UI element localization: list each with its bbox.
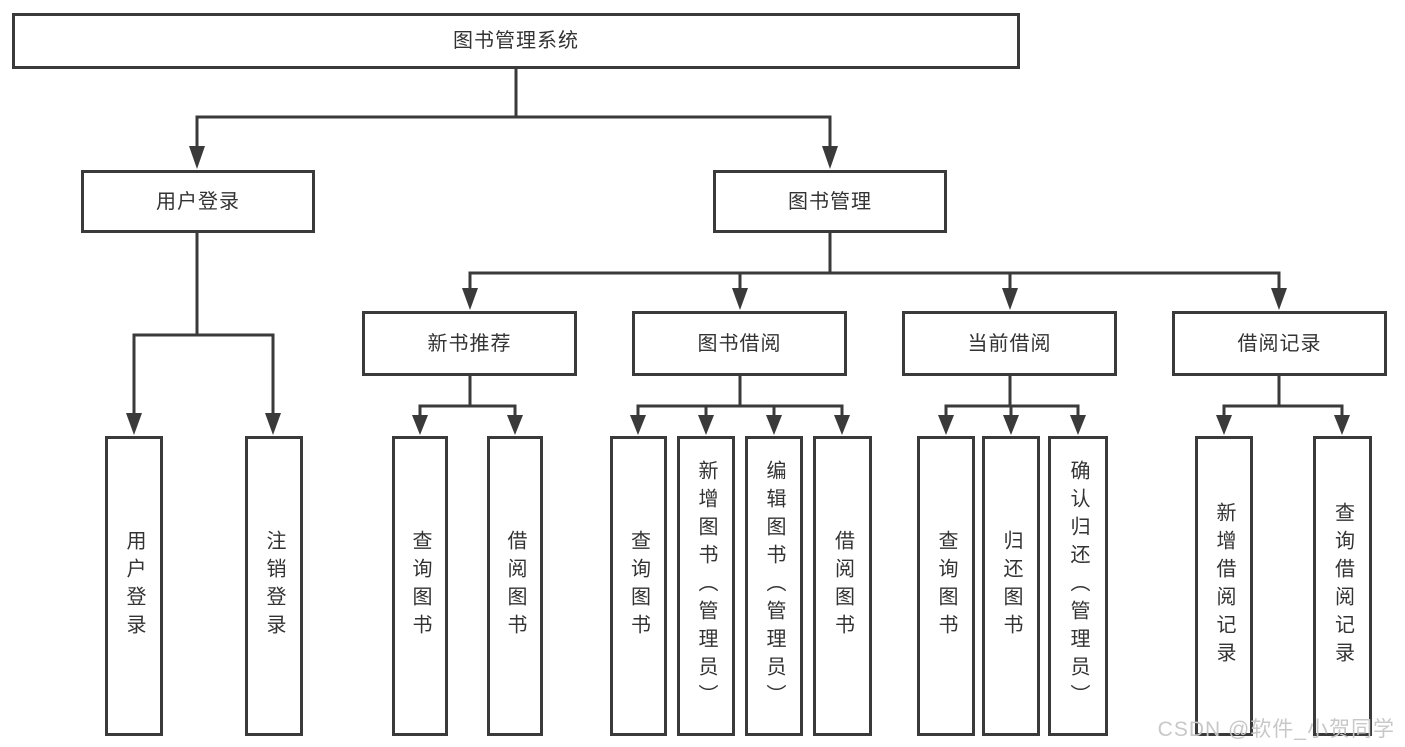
leaf-current-return-books-label: 归还图书: [1000, 530, 1022, 642]
leaf-records-query-record: 查询借阅记录: [1313, 436, 1372, 736]
node-borrow-records-label: 借阅记录: [1237, 332, 1322, 355]
leaf-borrow-edit-books-admin: 编辑图书（管理员）: [745, 436, 803, 736]
node-root: 图书管理系统: [12, 13, 1020, 69]
leaf-newbook-borrow-books: 借阅图书: [487, 436, 543, 736]
leaf-logout-label: 注销登录: [263, 530, 285, 642]
leaf-borrow-add-books-admin: 新增图书（管理员）: [677, 436, 735, 736]
arrowhead-icons: [126, 146, 1350, 435]
leaf-borrow-query-books: 查询图书: [610, 436, 667, 736]
watermark: CSDN @软件_小贺同学: [1157, 718, 1395, 741]
leaf-current-confirm-return-admin-label: 确认归还（管理员）: [1067, 460, 1089, 712]
node-user-login: 用户登录: [81, 170, 315, 233]
node-new-book-recommend: 新书推荐: [362, 311, 577, 376]
leaf-newbook-query-books-label: 查询图书: [409, 530, 431, 642]
node-book-management: 图书管理: [713, 170, 947, 233]
node-root-label: 图书管理系统: [453, 30, 579, 52]
node-new-book-recommend-label: 新书推荐: [427, 332, 512, 355]
leaf-current-return-books: 归还图书: [982, 436, 1040, 736]
node-book-borrow-label: 图书借阅: [697, 332, 782, 355]
leaf-newbook-query-books: 查询图书: [392, 436, 448, 736]
leaf-current-query-books-label: 查询图书: [935, 530, 957, 642]
leaf-borrow-borrow-books: 借阅图书: [813, 436, 872, 736]
leaf-current-confirm-return-admin: 确认归还（管理员）: [1048, 436, 1108, 736]
leaf-borrow-edit-books-admin-label: 编辑图书（管理员）: [763, 460, 785, 712]
leaf-borrow-add-books-admin-label: 新增图书（管理员）: [695, 460, 717, 712]
leaf-current-query-books: 查询图书: [917, 436, 975, 736]
node-user-login-label: 用户登录: [156, 190, 240, 213]
node-current-borrow: 当前借阅: [902, 311, 1117, 376]
leaf-user-login-label: 用户登录: [123, 530, 145, 642]
node-book-borrow: 图书借阅: [632, 311, 847, 376]
node-book-management-label: 图书管理: [788, 190, 872, 213]
node-current-borrow-label: 当前借阅: [967, 332, 1052, 355]
leaf-borrow-borrow-books-label: 借阅图书: [831, 530, 854, 642]
node-borrow-records: 借阅记录: [1172, 311, 1387, 376]
leaf-records-add-record-label: 新增借阅记录: [1213, 502, 1235, 670]
leaf-records-add-record: 新增借阅记录: [1195, 436, 1253, 736]
leaf-newbook-borrow-books-label: 借阅图书: [504, 530, 526, 642]
leaf-records-query-record-label: 查询借阅记录: [1331, 502, 1354, 670]
leaf-logout: 注销登录: [245, 436, 303, 736]
leaf-borrow-query-books-label: 查询图书: [627, 530, 650, 642]
leaf-user-login: 用户登录: [105, 436, 163, 736]
